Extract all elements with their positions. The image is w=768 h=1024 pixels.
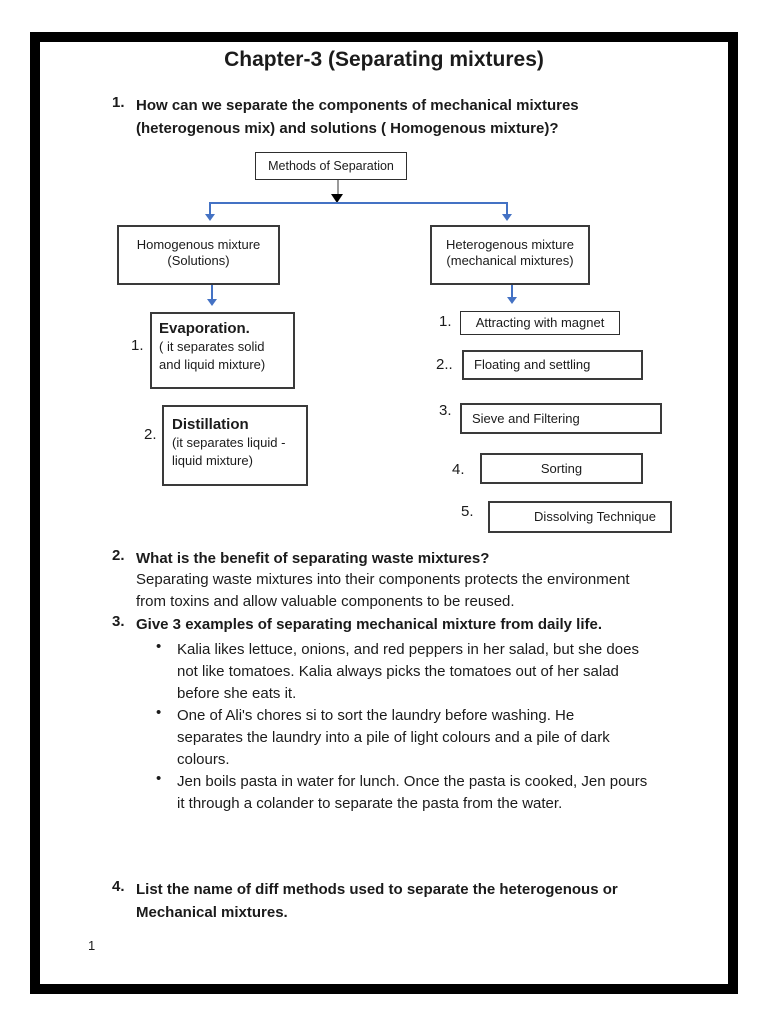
heterogenous-line: Heterogenous mixture (446, 237, 574, 252)
example-line: not like tomatoes. Kalia always picks th… (177, 663, 619, 680)
example-line: Jen boils pasta in water for lunch. Once… (177, 773, 648, 790)
question-3-number: 3. (112, 613, 125, 630)
example-line: before she eats it. (177, 685, 297, 702)
answer-line: Separating waste mixtures into their com… (136, 571, 630, 588)
evaporation-number: 1. (131, 337, 144, 354)
method-1-label: Attracting with magnet (475, 315, 605, 330)
example-line: Kalia likes lettuce, onions, and red pep… (177, 641, 639, 658)
method-4-label: Sorting (540, 460, 583, 476)
question-2-title: What is the benefit of separating waste … (136, 550, 490, 567)
example-line: One of Ali's chores si to sort the laund… (177, 707, 575, 724)
page-number: 1 (88, 938, 96, 953)
question-3-title: Give 3 examples of separating mechanical… (136, 616, 603, 633)
down-arrow-icon (502, 214, 512, 221)
question-4-line: List the name of diff methods used to se… (136, 881, 618, 898)
sorting-box: Sorting (480, 453, 643, 484)
bullet-icon: • (156, 704, 162, 721)
example-item: Jen boils pasta in water for lunch. Once… (177, 771, 647, 815)
page-title: Chapter-3 (Separating mixtures) (224, 48, 544, 71)
connector-branch-horizontal (210, 202, 507, 204)
attracting-with-magnet-box: Attracting with magnet (460, 311, 620, 335)
floating-and-settling-box: Floating and settling (462, 350, 643, 380)
question-2-number: 2. (112, 547, 125, 564)
bullet-icon: • (156, 638, 162, 655)
connector-left-branch-stem (211, 285, 213, 300)
homogenous-line: (Solutions) (167, 253, 230, 268)
heterogenous-box: Heterogenous mixture (mechanical mixture… (430, 225, 590, 285)
question-1-line: (heterogenous mix) and solutions ( Homog… (136, 120, 559, 137)
example-line: colours. (177, 751, 230, 768)
homogenous-line: Homogenous mixture (136, 237, 261, 252)
evaporation-desc-line: and liquid mixture) (159, 357, 266, 372)
connector-right-branch-stem (511, 285, 513, 298)
method-1-number: 1. (439, 313, 452, 330)
example-item: Kalia likes lettuce, onions, and red pep… (177, 639, 639, 705)
down-arrow-icon (331, 194, 343, 203)
method-4-number: 4. (452, 461, 465, 478)
down-arrow-icon (507, 297, 517, 304)
method-3-number: 3. (439, 402, 452, 419)
heterogenous-line: (mechanical mixtures) (446, 253, 574, 268)
question-4-text: List the name of diff methods used to se… (136, 878, 618, 924)
homogenous-box: Homogenous mixture (Solutions) (117, 225, 280, 285)
example-line: it through a colander to separate the pa… (177, 795, 563, 812)
flowchart-root-label: Methods of Separation (268, 159, 394, 173)
distillation-number: 2. (144, 426, 157, 443)
flowchart-root-box: Methods of Separation (255, 152, 407, 180)
distillation-desc-line: liquid mixture) (172, 453, 253, 468)
connector-left-drop (209, 202, 211, 215)
question-2-answer: Separating waste mixtures into their com… (136, 569, 630, 613)
bullet-icon: • (156, 770, 162, 787)
distillation-desc-line: (it separates liquid - (172, 435, 286, 450)
answer-line: from toxins and allow valuable component… (136, 593, 515, 610)
question-1-text: How can we separate the components of me… (136, 94, 579, 140)
down-arrow-icon (207, 299, 217, 306)
method-5-number: 5. (461, 503, 474, 520)
question-1-line: How can we separate the components of me… (136, 97, 579, 114)
method-5-label: Dissolving Technique (534, 509, 656, 524)
distillation-box: Distillation (it separates liquid - liqu… (162, 405, 308, 486)
down-arrow-icon (205, 214, 215, 221)
evaporation-title: Evaporation. (159, 320, 250, 337)
method-2-number: 2.. (436, 356, 453, 373)
question-4-line: Mechanical mixtures. (136, 904, 288, 921)
question-4-number: 4. (112, 878, 125, 895)
example-item: One of Ali's chores si to sort the laund… (177, 705, 610, 771)
connector-root-stem (337, 180, 339, 196)
example-line: separates the laundry into a pile of lig… (177, 729, 610, 746)
method-2-label: Floating and settling (474, 357, 591, 372)
dissolving-technique-box: Dissolving Technique (488, 501, 672, 533)
distillation-title: Distillation (172, 416, 249, 433)
method-3-label: Sieve and Filtering (472, 410, 580, 426)
sieve-and-filtering-box: Sieve and Filtering (460, 403, 662, 434)
question-1-number: 1. (112, 94, 125, 111)
evaporation-box: Evaporation. ( it separates solid and li… (150, 312, 295, 389)
evaporation-desc-line: ( it separates solid (159, 339, 265, 354)
connector-right-drop (506, 202, 508, 215)
